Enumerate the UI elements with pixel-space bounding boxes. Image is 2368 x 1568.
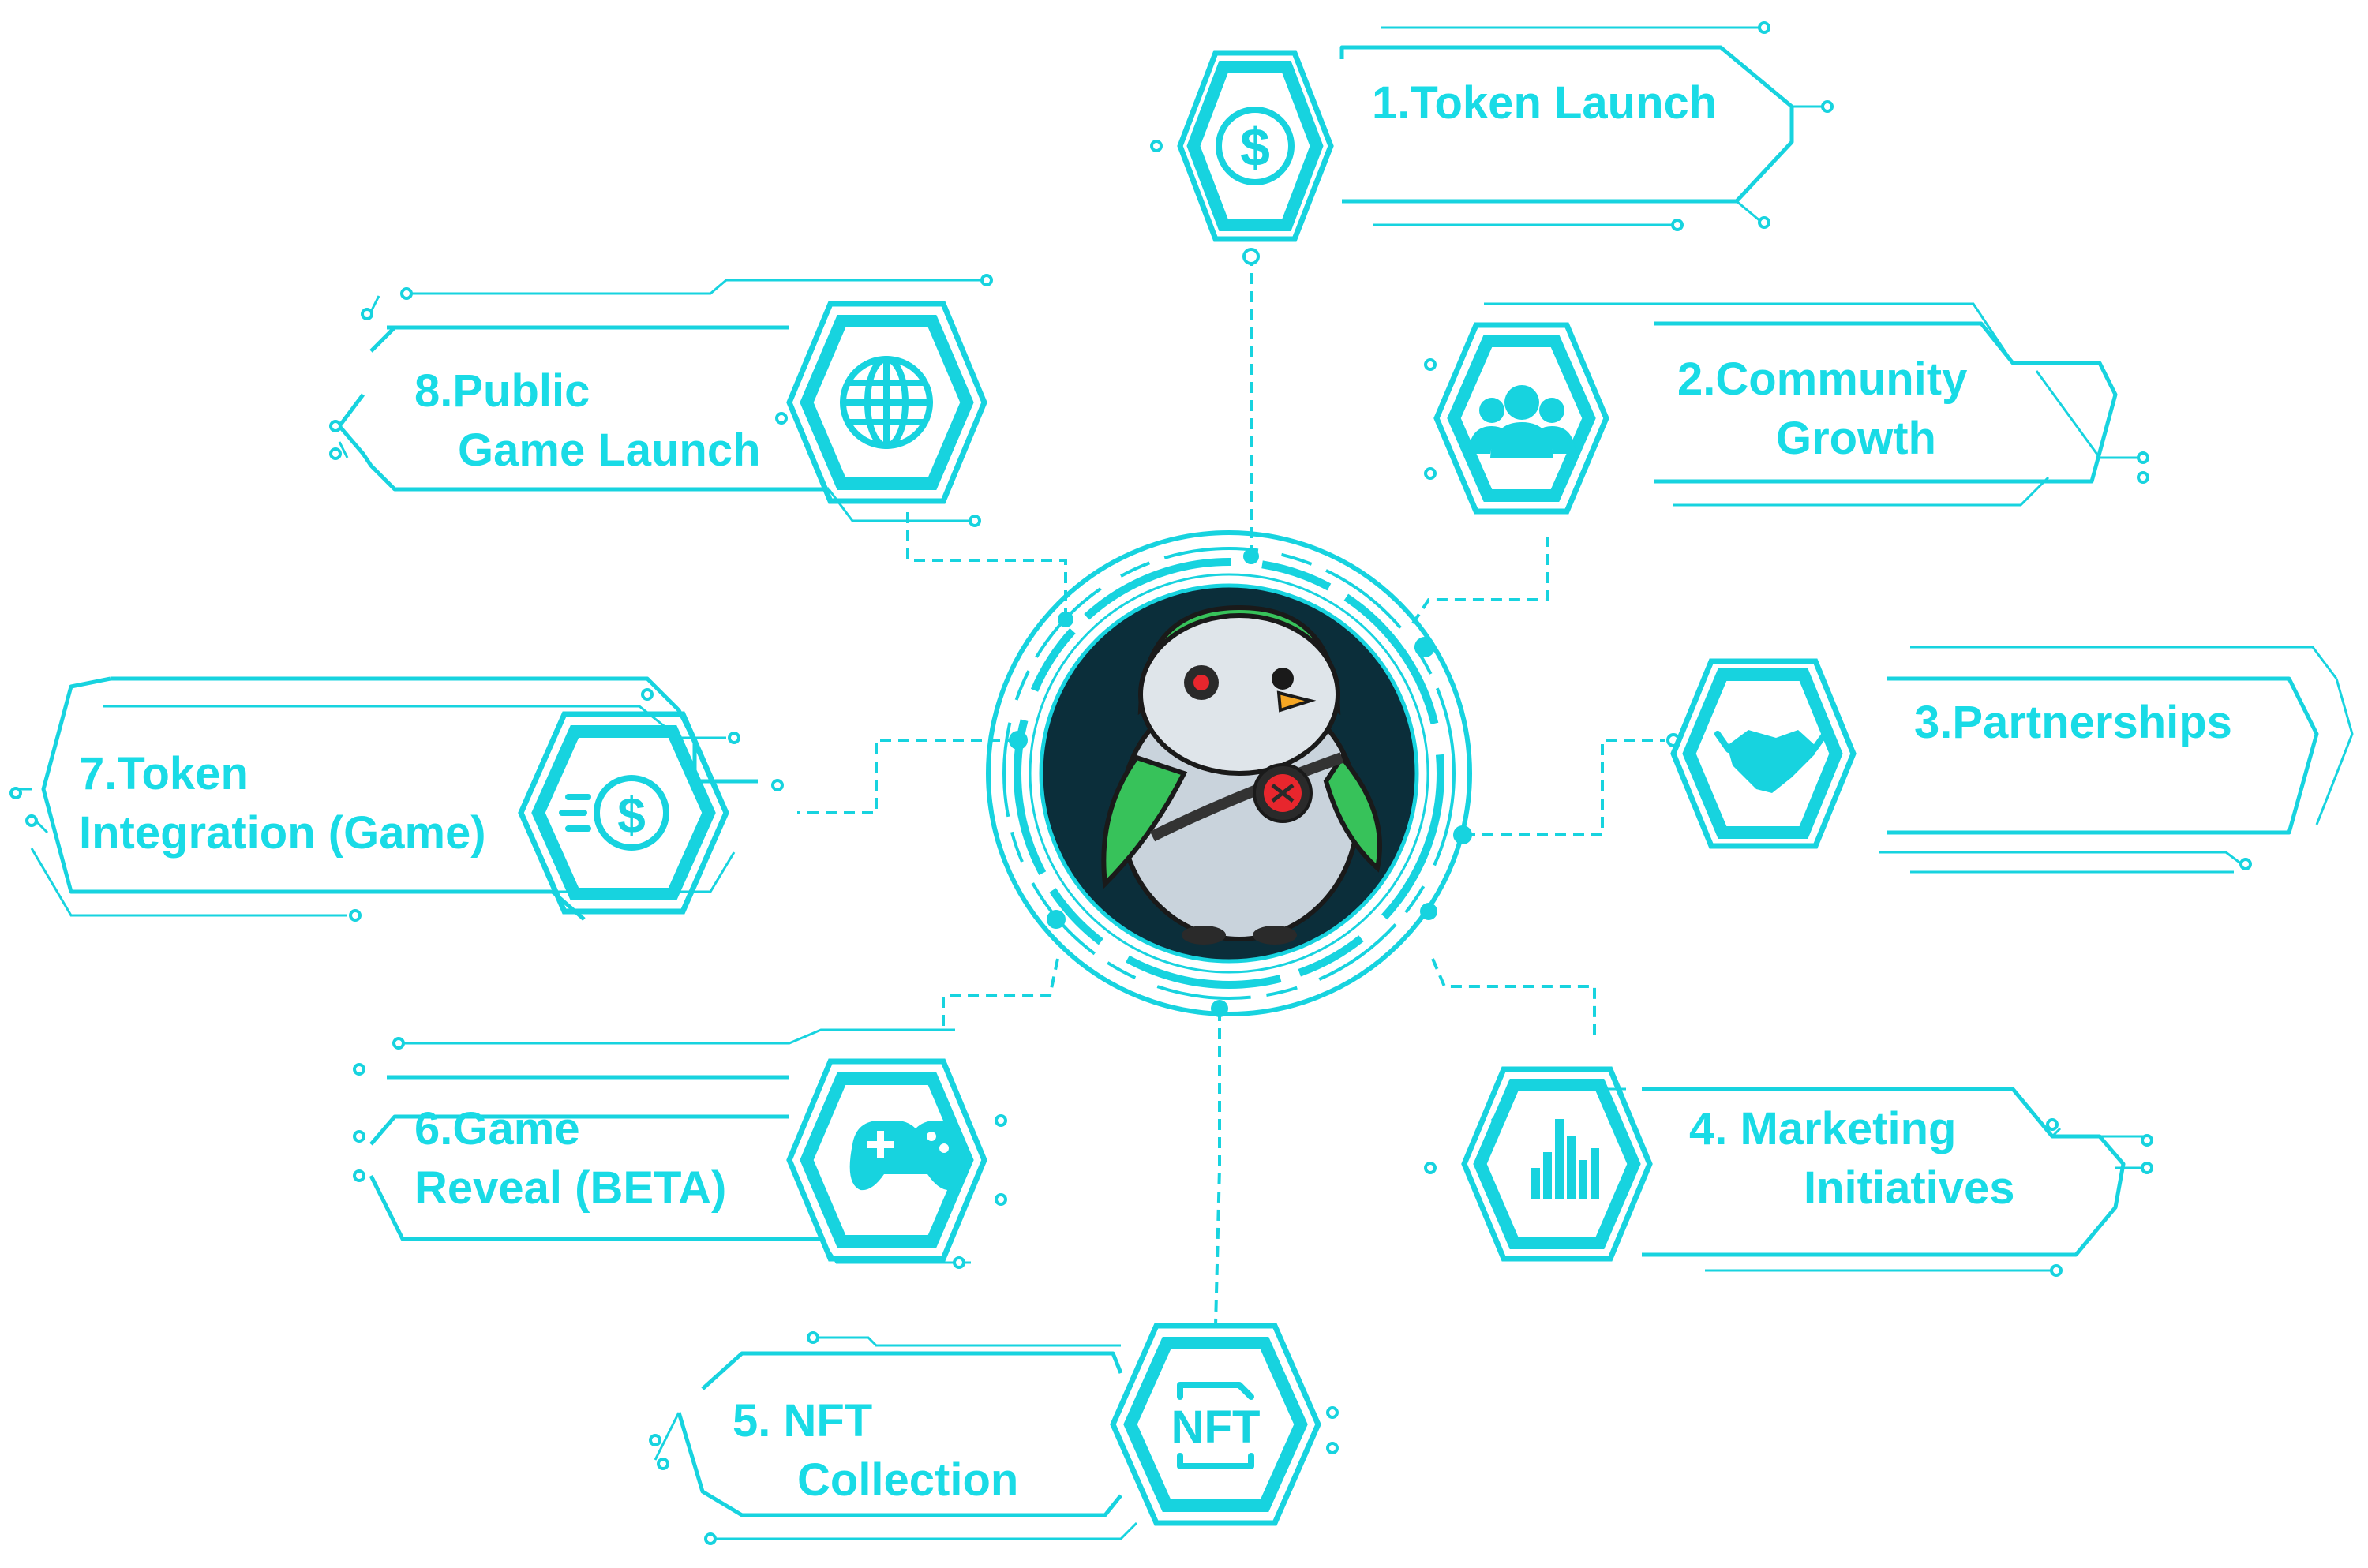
node-partnerships: 3.Partnerships	[1666, 646, 2354, 874]
connectors	[797, 256, 1665, 1327]
gamepad-icon	[849, 1121, 965, 1191]
node-3-label: 3.Partnerships	[1914, 697, 2232, 748]
bar-chart-icon	[1531, 1119, 1599, 1199]
node-public-game-launch: 8.Public Game Launch	[329, 274, 993, 527]
node-8-label: 8.Public Game Launch	[414, 365, 761, 476]
node-nft-collection: NFT 5. NFT Collection	[649, 1323, 1339, 1545]
node-5-label: 5. NFT Collection	[733, 1395, 1018, 1506]
fast-coin-icon: $	[559, 775, 669, 851]
svg-text:NFT: NFT	[1171, 1401, 1261, 1453]
node-token-integration: $ 7.Token Integration (Game)	[9, 676, 784, 922]
robot-penguin-mascot	[1101, 604, 1382, 945]
globe-icon	[840, 356, 933, 449]
svg-text:$: $	[1240, 118, 1270, 178]
node-2-label: 2.Community Growth	[1677, 354, 1980, 464]
handshake-icon	[1714, 730, 1828, 793]
central-hub	[986, 530, 1472, 1017]
node-community-growth: 2.Community Growth	[1424, 302, 2149, 515]
users-group-icon	[1468, 385, 1576, 458]
node-1-label: 1.Token Launch	[1372, 77, 1717, 129]
node-game-reveal: 6.Game Reveal (BETA)	[353, 1028, 1007, 1269]
node-6-label: 6.Game Reveal (BETA)	[414, 1103, 726, 1214]
node-7-label: 7.Token Integration (Game)	[79, 748, 486, 859]
node-4-label: 4. Marketing Initiatives	[1689, 1103, 2015, 1214]
dollar-coin-icon: $	[1216, 107, 1295, 185]
node-marketing: 4. Marketing Initiatives	[1424, 1066, 2153, 1277]
node-token-launch: $ 1.Token Launch	[1150, 21, 1834, 265]
nft-badge-icon: NFT	[1171, 1382, 1261, 1469]
svg-text:$: $	[617, 787, 646, 844]
